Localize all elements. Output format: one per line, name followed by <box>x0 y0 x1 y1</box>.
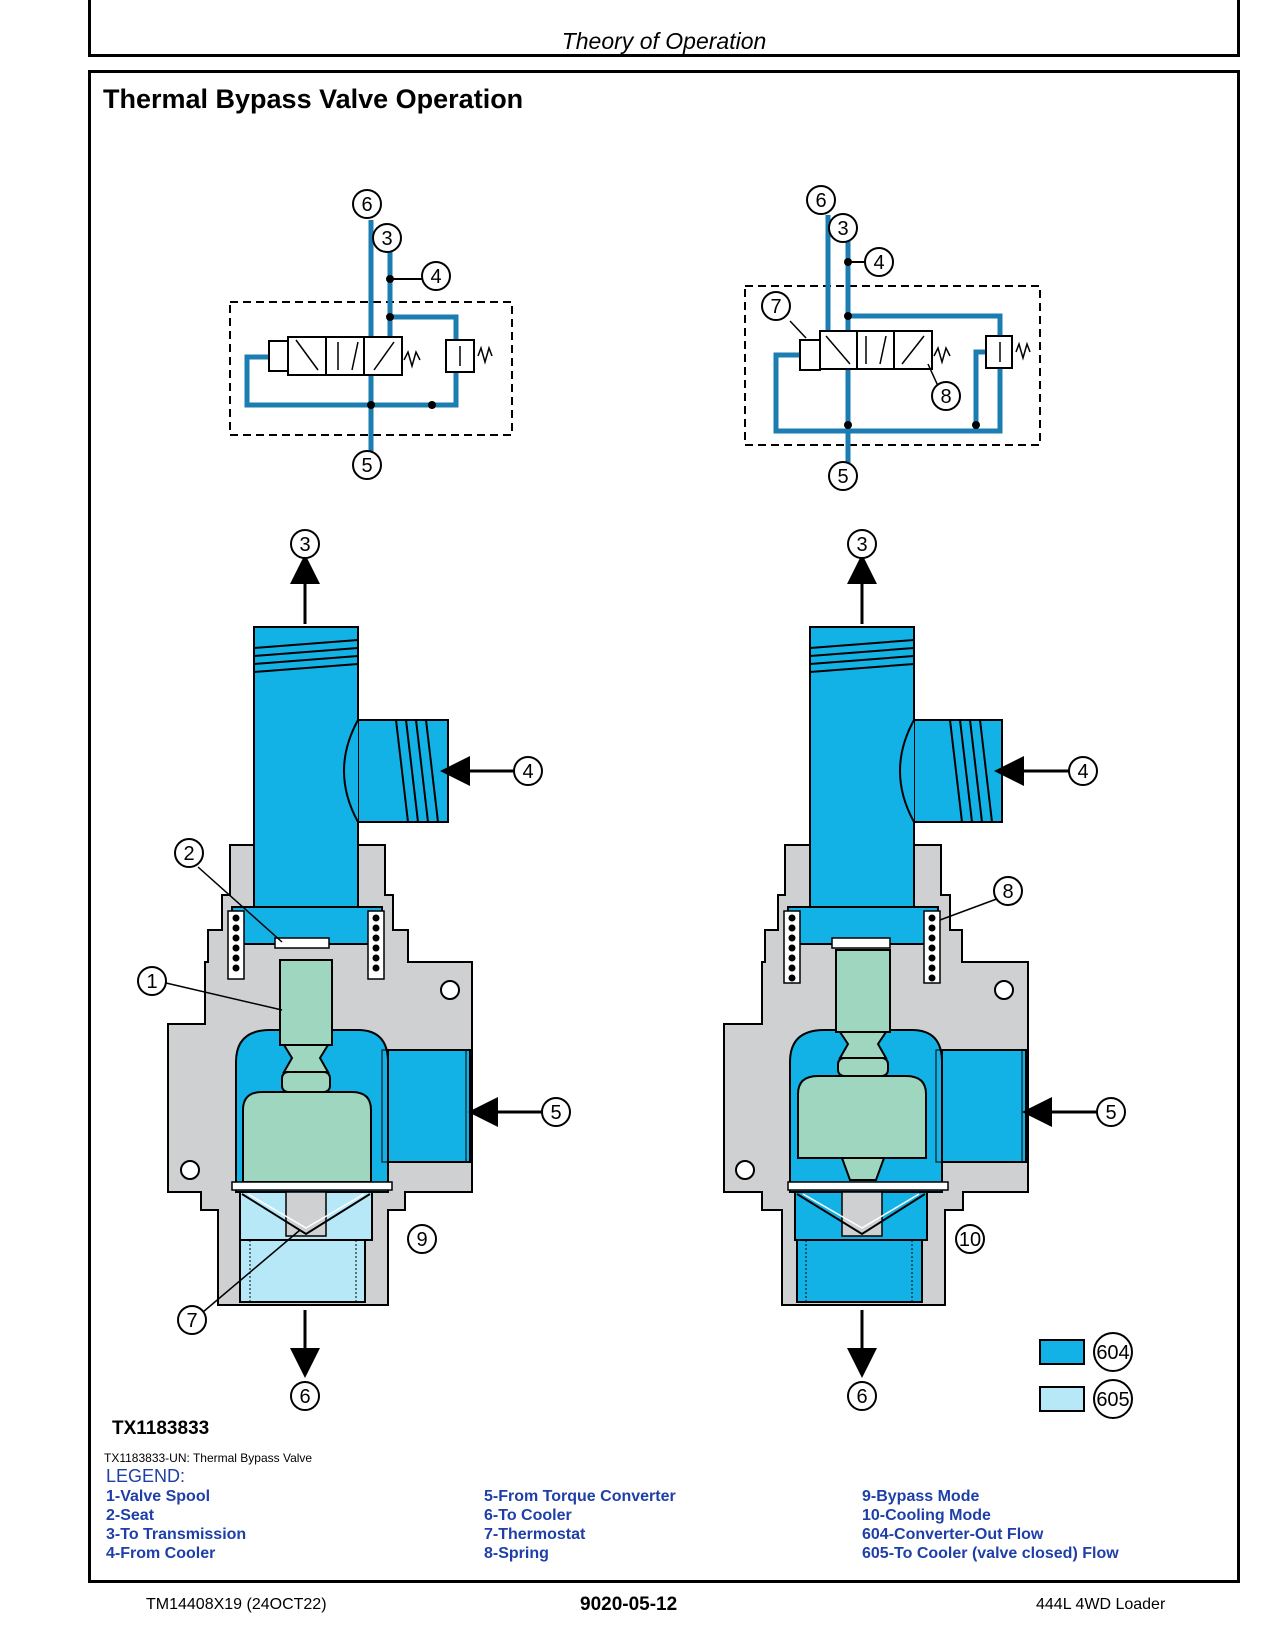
legend-item: 4-From Cooler <box>106 1545 216 1562</box>
callout-8: 8 <box>940 386 951 408</box>
content-frame <box>88 70 1240 1583</box>
swatch-604 <box>1039 1339 1085 1365</box>
section-title: Thermal Bypass Valve Operation <box>103 84 524 114</box>
legend-title: LEGEND: <box>106 1466 186 1486</box>
figure-id: TX1183833 <box>112 1418 210 1439</box>
legend-item: 604-Converter-Out Flow <box>862 1526 1044 1543</box>
legend-item: 6-To Cooler <box>484 1507 572 1524</box>
callout-8: 8 <box>1002 881 1013 903</box>
callout-9: 9 <box>416 1229 427 1251</box>
swatch-605 <box>1039 1386 1085 1412</box>
callout-10: 10 <box>959 1229 981 1251</box>
callout-4: 4 <box>430 266 441 288</box>
legend-item: 5-From Torque Converter <box>484 1488 676 1505</box>
callout-5: 5 <box>361 455 372 477</box>
callout-3: 3 <box>856 534 867 556</box>
callout-4: 4 <box>873 252 884 274</box>
callout-3: 3 <box>381 228 392 250</box>
callout-605: 605 <box>1096 1389 1129 1411</box>
legend-column-3: 9-Bypass Mode 10-Cooling Mode 604-Conver… <box>862 1487 1119 1563</box>
legend-column-1: 1-Valve Spool 2-Seat 3-To Transmission 4… <box>106 1487 246 1563</box>
schematic-cooling <box>744 215 1041 470</box>
valve-cutaway-cooling <box>723 554 1098 1378</box>
legend-item: 9-Bypass Mode <box>862 1488 980 1505</box>
leader-lines <box>165 866 1003 1313</box>
callout-1: 1 <box>146 971 157 993</box>
callout-6: 6 <box>299 1386 310 1408</box>
legend-item: 605-To Cooler (valve closed) Flow <box>862 1545 1119 1562</box>
header-frame <box>88 0 1240 57</box>
callout-3: 3 <box>837 218 848 240</box>
callout-5: 5 <box>837 466 848 488</box>
footer-page-number: 9020-05-12 <box>580 1594 678 1615</box>
callout-7: 7 <box>186 1310 197 1332</box>
valve-cutaway-bypass <box>167 554 543 1378</box>
callout-6: 6 <box>361 194 372 216</box>
footer-manual-id: TM14408X19 (24OCT22) <box>146 1596 327 1613</box>
callout-5: 5 <box>1105 1102 1116 1124</box>
callout-3: 3 <box>299 534 310 556</box>
page-header-title: Theory of Operation <box>561 28 767 54</box>
callout-5: 5 <box>550 1102 561 1124</box>
legend-item: 8-Spring <box>484 1545 549 1562</box>
legend-item: 2-Seat <box>106 1507 155 1524</box>
callout-6: 6 <box>815 190 826 212</box>
legend-column-2: 5-From Torque Converter 6-To Cooler 7-Th… <box>484 1487 676 1563</box>
callout-7: 7 <box>770 296 781 318</box>
callout-4: 4 <box>522 761 533 783</box>
legend-item: 1-Valve Spool <box>106 1488 211 1505</box>
callout-6: 6 <box>856 1386 867 1408</box>
callout-604: 604 <box>1096 1342 1129 1364</box>
legend-item: 10-Cooling Mode <box>862 1507 991 1524</box>
legend-item: 7-Thermostat <box>484 1526 586 1543</box>
schematic-bypass <box>229 220 513 455</box>
callout-2: 2 <box>183 843 194 865</box>
figure-caption: TX1183833-UN: Thermal Bypass Valve <box>104 1451 313 1465</box>
legend-item: 3-To Transmission <box>106 1526 247 1543</box>
callout-4: 4 <box>1077 761 1088 783</box>
footer-machine: 444L 4WD Loader <box>1036 1596 1166 1613</box>
